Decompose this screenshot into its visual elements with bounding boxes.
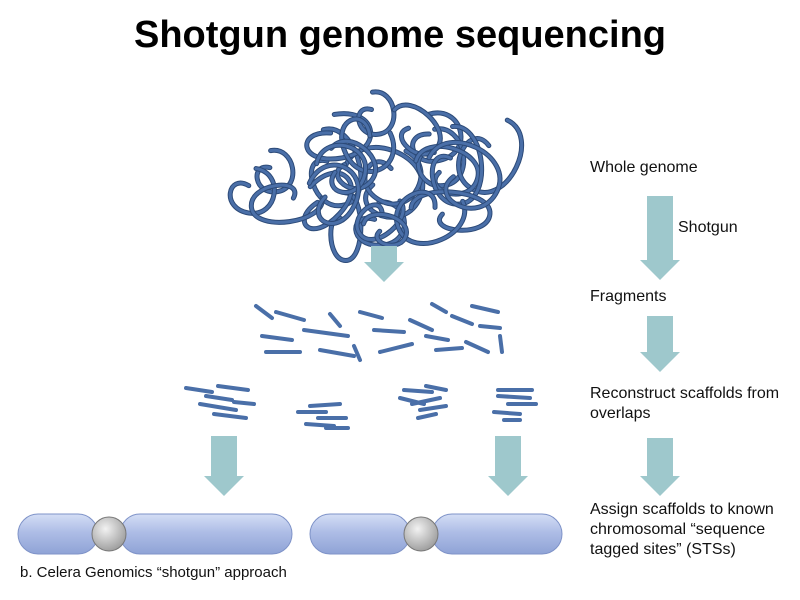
scaffold-fragment	[232, 400, 256, 406]
fragment	[470, 304, 500, 314]
dna-loop	[427, 140, 502, 210]
centromere-right	[403, 516, 439, 552]
dna-loop	[255, 149, 295, 194]
fragment	[260, 334, 294, 342]
dna-loop	[361, 212, 408, 247]
down-arrow-3	[640, 438, 680, 496]
down-arrow-4	[204, 436, 244, 496]
scaffold-fragment	[216, 384, 250, 392]
fragment	[372, 328, 406, 334]
scaffold-fragment	[492, 410, 522, 416]
down-arrow-5	[488, 436, 528, 496]
fragment	[430, 302, 448, 314]
figure-caption: b. Celera Genomics “shotgun” approach	[20, 564, 287, 581]
scaffold-fragment	[416, 412, 438, 420]
fragment	[378, 342, 414, 354]
fragment	[302, 328, 350, 338]
scaffold-fragment	[424, 384, 448, 392]
fragment	[318, 348, 356, 358]
centromere-left	[91, 516, 127, 552]
scaffold-fragment	[198, 402, 238, 412]
fragment	[434, 346, 464, 352]
label-assign-scaffolds: Assign scaffolds to known chromosomal “s…	[590, 501, 774, 558]
dna-loop	[357, 90, 396, 136]
scaffold-fragment	[496, 394, 532, 400]
label-shotgun: Shotgun	[678, 219, 738, 236]
process-arrows	[204, 196, 680, 496]
fragment	[358, 310, 384, 320]
scaffold-fragment	[402, 388, 434, 394]
dna-loop	[228, 167, 276, 215]
dna-loop	[329, 139, 378, 190]
dna-loop	[411, 111, 463, 163]
dna-loop	[340, 117, 396, 173]
fragment	[254, 304, 274, 320]
dna-loop	[395, 190, 467, 245]
scaffold-fragment	[410, 396, 442, 406]
label-fragments: Fragments	[590, 288, 667, 305]
down-arrow-1	[640, 196, 680, 280]
dna-fragments	[254, 302, 504, 362]
chromosome-right	[309, 513, 563, 555]
label-whole-genome: Whole genome	[590, 159, 698, 176]
scaffold-fragment	[184, 386, 214, 394]
fragment	[464, 340, 490, 354]
chromosome-left	[17, 513, 293, 555]
fragment	[450, 314, 474, 326]
fragment	[478, 324, 502, 330]
page-title: Shotgun genome sequencing	[133, 14, 667, 56]
scaffold-fragment	[204, 394, 234, 402]
scaffold-clusters	[184, 384, 538, 430]
label-reconstruct-scaffolds: Reconstruct scaffolds from overlaps	[590, 385, 780, 422]
fragment	[498, 334, 504, 354]
dna-loop	[249, 183, 324, 224]
fragment	[328, 312, 342, 328]
scaffold-fragment	[308, 402, 342, 408]
scaffold-fragment	[212, 412, 248, 420]
down-arrow-2	[640, 316, 680, 372]
scaffold-fragment	[304, 422, 336, 428]
fragment	[352, 344, 362, 362]
fragment	[424, 334, 450, 342]
dna-loop	[307, 163, 360, 225]
down-arrow-0	[364, 246, 404, 282]
dna-loop	[457, 118, 524, 194]
dna-loop	[414, 145, 480, 196]
fragment	[274, 310, 306, 322]
scaffold-fragment	[418, 404, 448, 412]
whole-genome-tangle	[227, 89, 525, 263]
fragment	[408, 318, 434, 332]
dna-loop	[315, 143, 367, 194]
